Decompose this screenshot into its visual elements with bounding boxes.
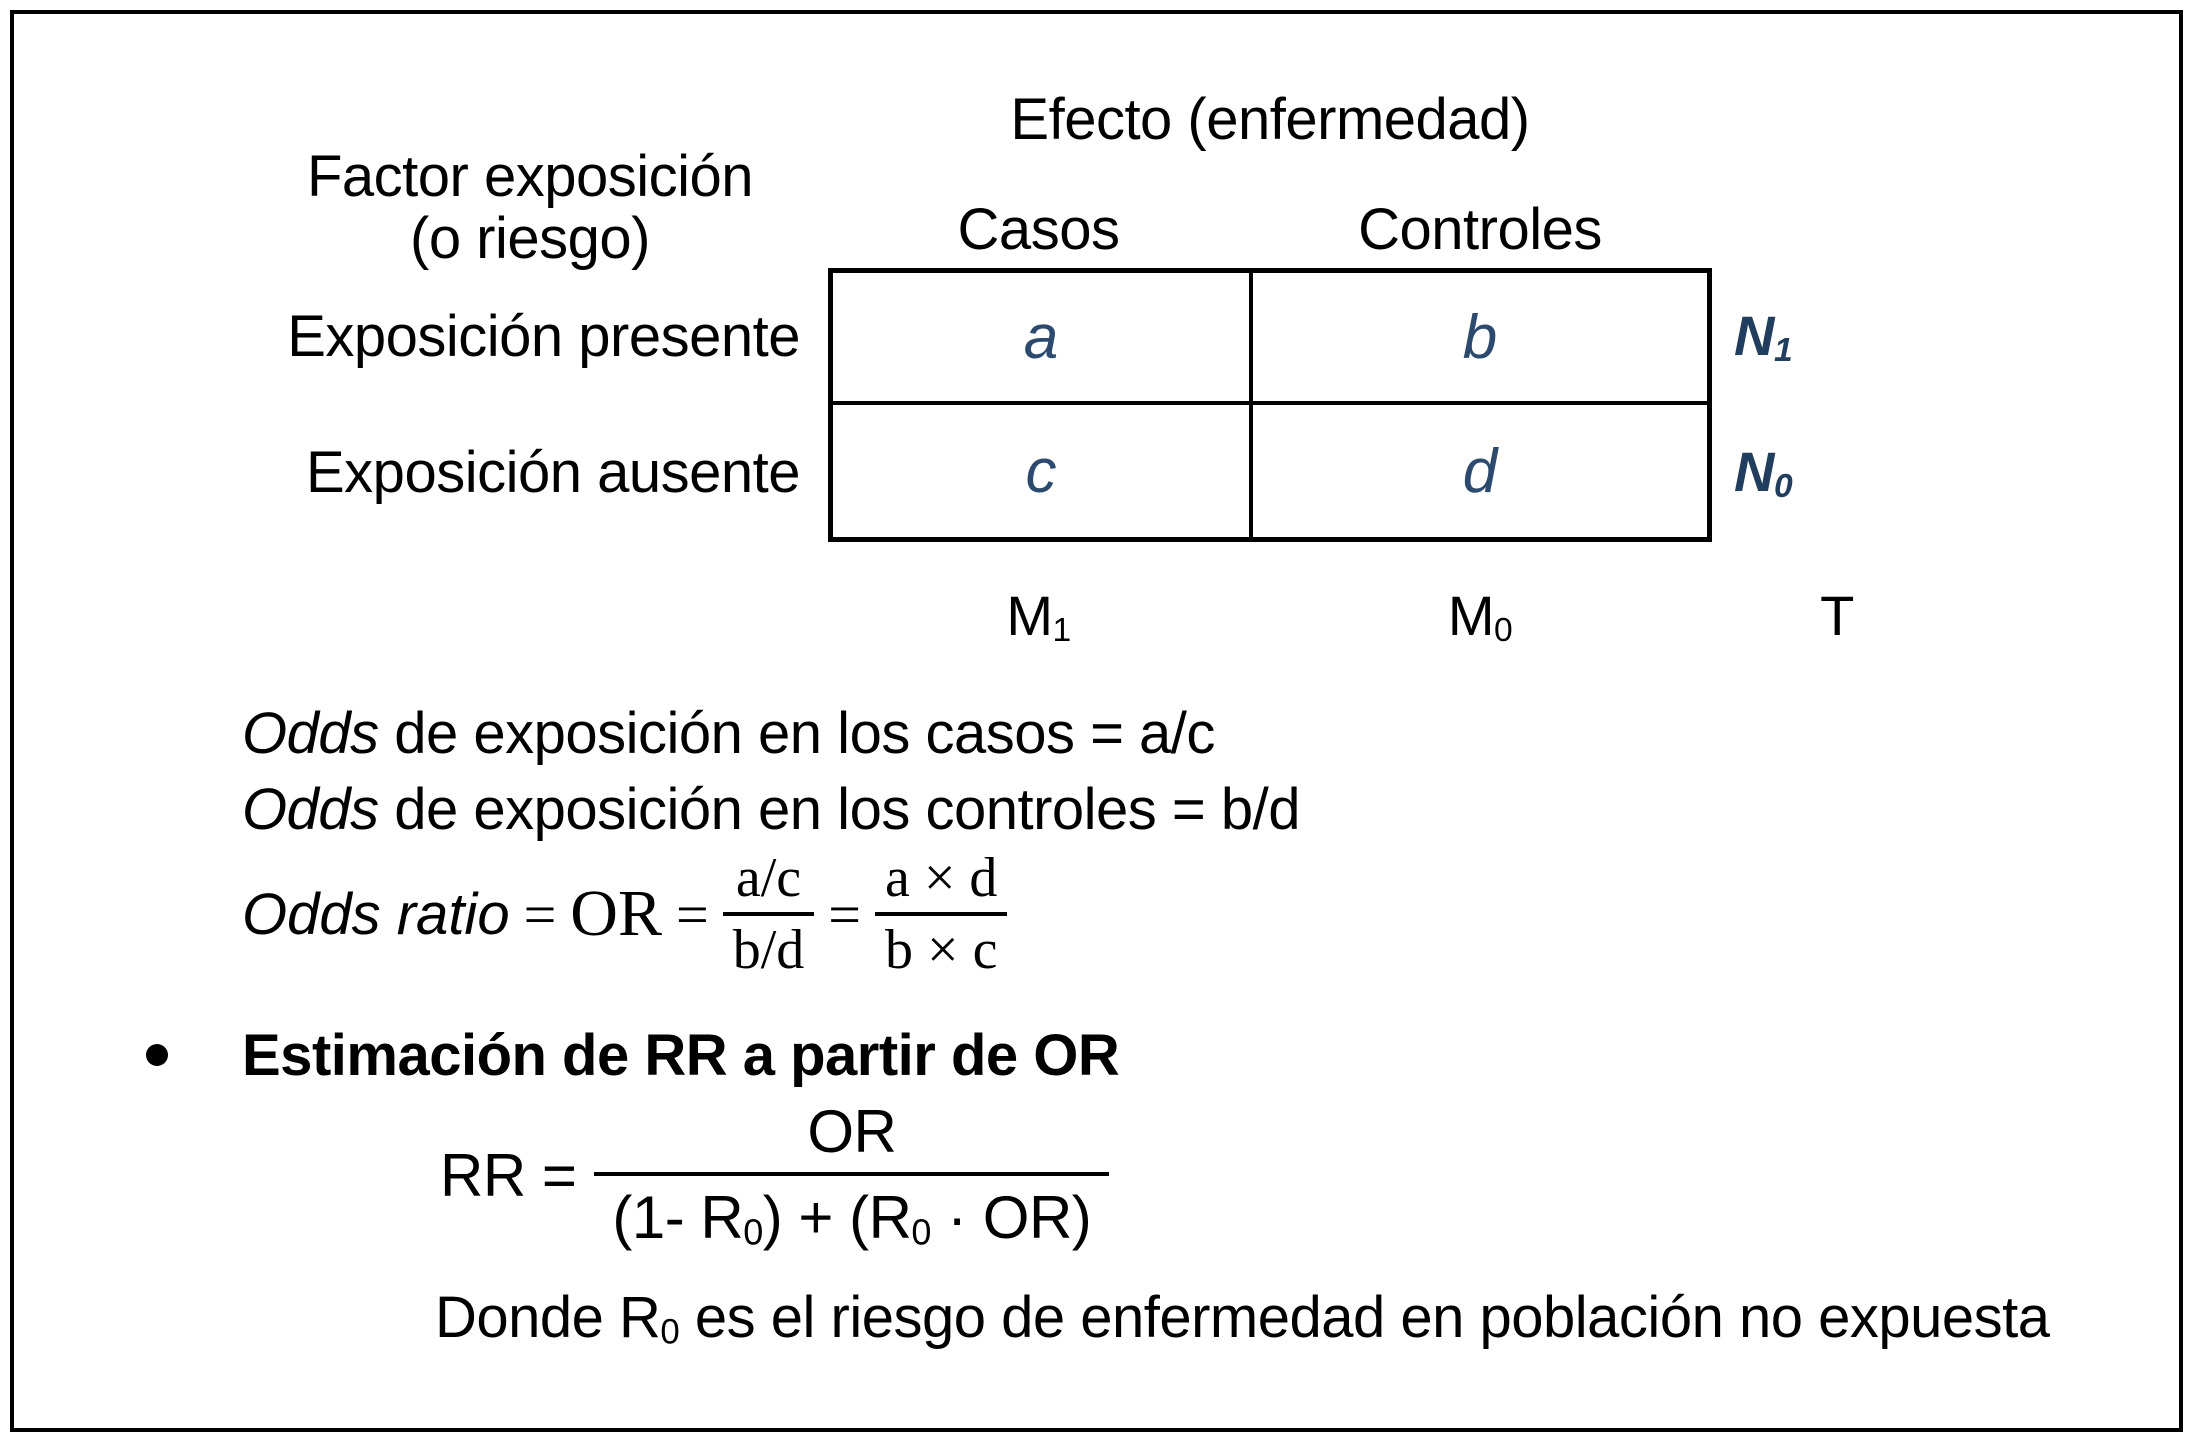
equals-sign: =: [523, 881, 557, 947]
footnote-line: Donde R0 es el riesgo de enfermedad en p…: [435, 1285, 2050, 1352]
fraction-denominator: b/d: [722, 912, 815, 979]
n1-subscript: 1: [1773, 332, 1793, 370]
odds-cases-rest: de exposición en los casos = a/c: [378, 701, 1215, 766]
rr-formula: RR = OR (1- R0) + (R0 · OR): [440, 1072, 1110, 1278]
equals-sign: =: [675, 881, 709, 947]
estimation-heading: Estimación de RR a partir de OR: [242, 1023, 1120, 1088]
fraction-denominator: b × c: [874, 912, 1008, 979]
or-symbol: OR: [570, 877, 662, 950]
odds-cases-lead: Odds: [242, 701, 379, 766]
fraction-ac-over-bd: a/c b/d: [722, 847, 815, 979]
footnote-part1: Donde R: [435, 1285, 661, 1350]
table-cell-a: a: [833, 273, 1253, 405]
figure-border: [10, 10, 2183, 1432]
factor-header: Factor exposición (o riesgo): [230, 146, 830, 270]
factor-header-line2: (o riesgo): [410, 206, 650, 271]
row-label-exposure-absent: Exposición ausente: [306, 440, 801, 505]
row-total-n1: N1: [1734, 304, 1793, 370]
contingency-table: a b c d: [828, 268, 1712, 542]
rr-fraction-denominator: (1- R0) + (R0 · OR): [594, 1172, 1110, 1253]
n0-subscript: 0: [1773, 468, 1793, 506]
n0-base: N: [1734, 440, 1774, 503]
odds-cases-line: Odds de exposición en los casos = a/c: [242, 704, 1215, 764]
m1-subscript: 1: [1052, 612, 1071, 650]
col-total-m1: M1: [828, 584, 1249, 650]
den-part1: (1- R: [612, 1184, 744, 1251]
grand-total-t: T: [1820, 584, 1854, 647]
m0-subscript: 0: [1493, 612, 1513, 650]
footnote-subscript: 0: [660, 1312, 680, 1352]
row-label-exposure-present: Exposición presente: [287, 304, 800, 369]
den-part3: · OR): [930, 1184, 1092, 1251]
rr-fraction: OR (1- R0) + (R0 · OR): [594, 1098, 1110, 1253]
den-subscript2: 0: [911, 1211, 931, 1253]
fraction-numerator: a × d: [884, 847, 998, 909]
col-total-m0: M0: [1253, 584, 1707, 650]
n1-base: N: [1734, 304, 1774, 367]
m0-base: M: [1447, 584, 1495, 647]
factor-header-line1: Factor exposición: [306, 144, 754, 209]
m1-base: M: [1006, 584, 1053, 647]
fraction-numerator: a/c: [735, 847, 802, 909]
table-cell-d: d: [1462, 436, 1498, 506]
effect-header: Efecto (enfermedad): [1010, 87, 1530, 152]
odds-controls-line: Odds de exposición en los controles = b/…: [242, 777, 1301, 842]
column-header-casos: Casos: [957, 197, 1120, 262]
odds-ratio-formula: Odds ratio = OR = a/c b/d = a × d b × c: [242, 838, 1008, 990]
bullet-icon: [146, 1044, 168, 1066]
table-cell-c: c: [833, 405, 1253, 537]
odds-controls-rest: de exposición en los controles = b/d: [378, 777, 1301, 842]
fraction-axd-over-bxc: a × d b × c: [874, 847, 1008, 979]
column-header-controles: Controles: [1358, 197, 1602, 262]
rr-label: RR =: [440, 1141, 577, 1209]
den-subscript1: 0: [743, 1211, 763, 1253]
row-total-n0: N0: [1734, 440, 1793, 506]
den-part2: ) + (R: [762, 1184, 912, 1251]
rr-fraction-numerator: OR: [807, 1098, 897, 1165]
odds-ratio-label: Odds ratio: [242, 881, 510, 947]
footnote-part2: es el riesgo de enfermedad en población …: [679, 1285, 2050, 1350]
equals-sign: =: [828, 881, 861, 947]
table-cell-b: b: [1253, 273, 1707, 405]
odds-controls-lead: Odds: [242, 777, 379, 842]
